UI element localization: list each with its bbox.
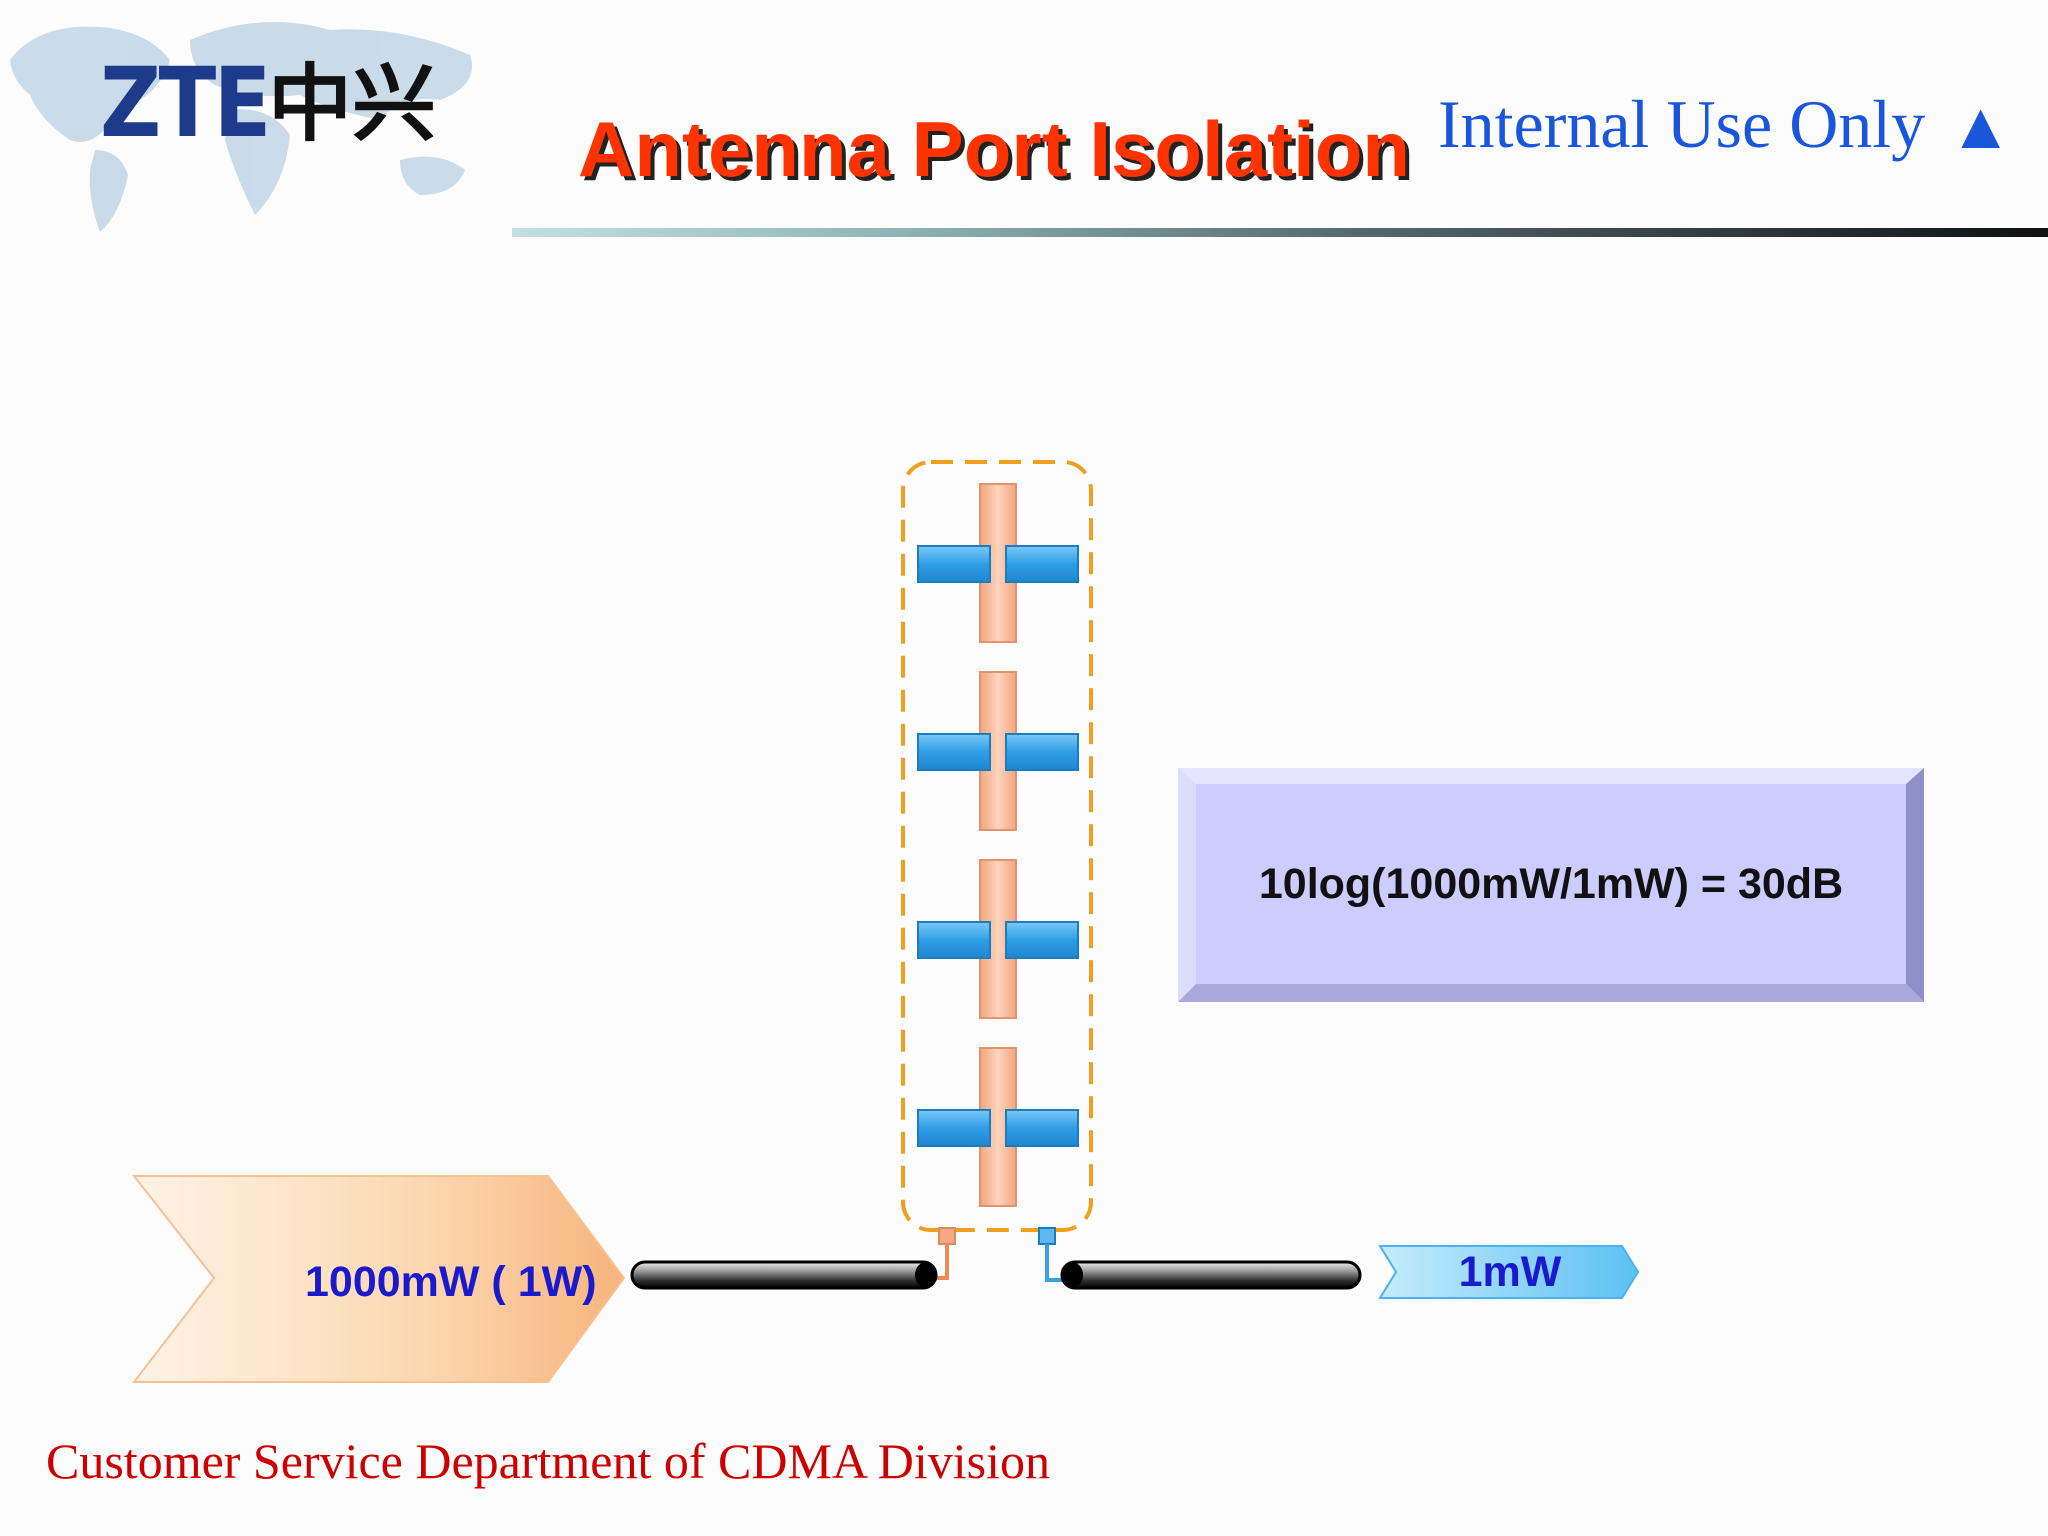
classification-label: Internal Use Only bbox=[1438, 86, 1926, 162]
footer-department: Customer Service Department of CDMA Divi… bbox=[46, 1433, 1051, 1489]
formula-box: 10log(1000mW/1mW) = 30dB bbox=[1178, 768, 1924, 1002]
formula-text: 10log(1000mW/1mW) = 30dB bbox=[1258, 859, 1844, 908]
dipole-3 bbox=[917, 859, 1079, 1019]
zte-logo-chinese: 中兴 bbox=[268, 55, 437, 153]
output-power-arrow bbox=[1378, 1245, 1640, 1299]
header-divider bbox=[512, 228, 2048, 237]
output-power-label: 1mW bbox=[1458, 1248, 1562, 1296]
antenna-enclosure bbox=[901, 460, 1093, 1232]
input-power-arrow bbox=[131, 1175, 626, 1383]
output-cable bbox=[1060, 1260, 1362, 1290]
world-map-background bbox=[10, 22, 472, 232]
output-port bbox=[1038, 1227, 1056, 1245]
dipole-1 bbox=[917, 483, 1079, 643]
input-cable bbox=[630, 1260, 938, 1290]
input-port bbox=[938, 1227, 956, 1245]
dipole-4 bbox=[917, 1047, 1079, 1207]
page-title: Antenna Port Isolation bbox=[578, 105, 1411, 193]
dipole-2 bbox=[917, 671, 1079, 831]
output-port-lead bbox=[1045, 1244, 1066, 1282]
input-power-label: 1000mW ( 1W) bbox=[305, 1258, 597, 1306]
zte-logo: ZTE bbox=[100, 47, 271, 159]
triangle-up-icon: ▲ bbox=[1948, 88, 2014, 162]
